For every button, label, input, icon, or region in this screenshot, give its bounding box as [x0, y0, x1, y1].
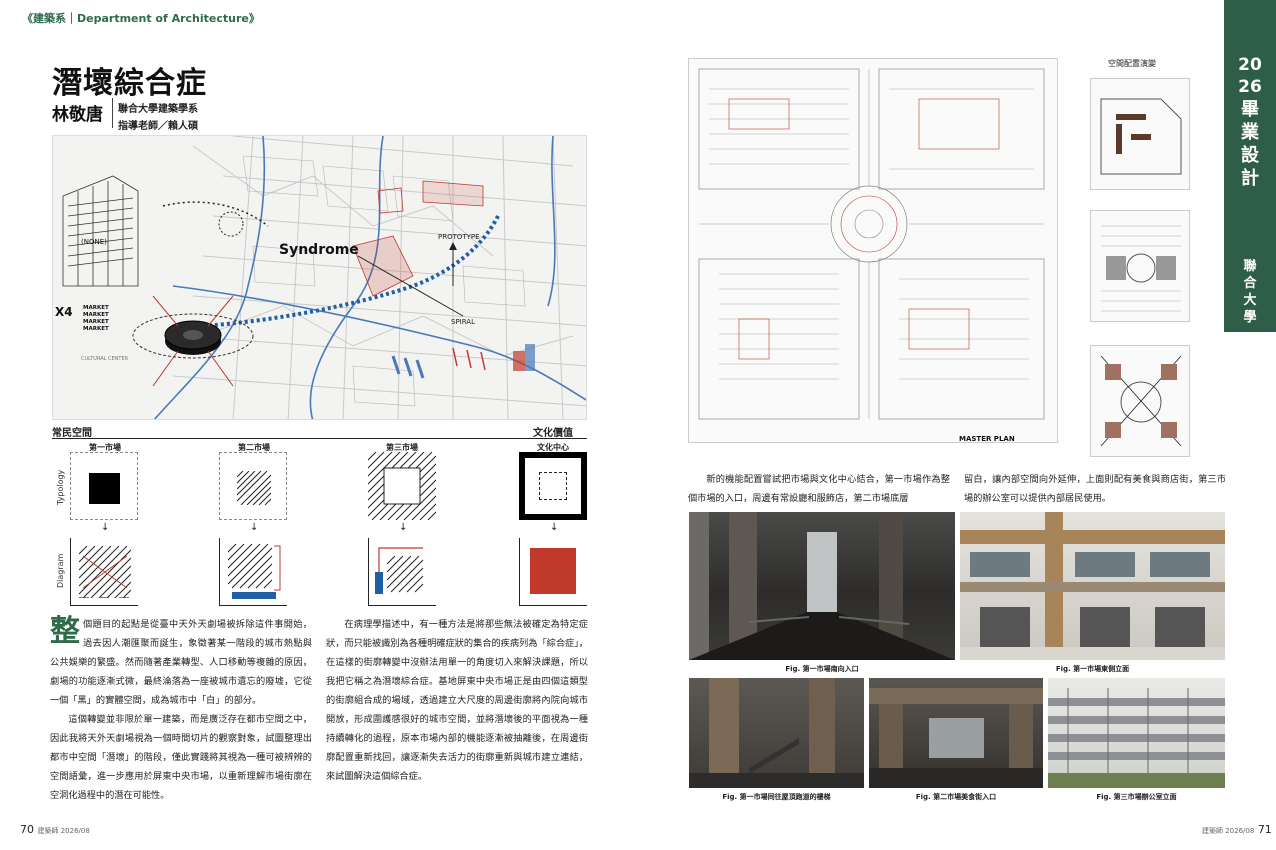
photo-first-market-south-entrance: [689, 512, 955, 660]
caption-photo-3: Fig. 第一市場同往屋頂跑道的樓梯: [722, 793, 831, 801]
photo-second-market-food-entrance: [869, 678, 1043, 788]
typology-2-hatch: [237, 471, 271, 505]
syndrome-label: Syndrome: [279, 242, 359, 258]
urban-map-svg: (NONE) Syndrome: [55, 136, 586, 419]
body-column-2: 在病理學描述中，有一種方法是將那些無法被確定為特定症狀，而只能被識別為各種明確症…: [326, 619, 588, 782]
typology-col-3: 第三市場: [386, 443, 418, 452]
config-diagram-2: [1090, 210, 1190, 322]
department-header: 《建築系｜Department of Architecture》: [22, 12, 260, 25]
config-diagram-3: [1090, 345, 1190, 457]
cultural-label: CULTURAL CENTER: [81, 356, 129, 362]
market-label-2: MARKET: [83, 312, 109, 318]
page-number-right: 建築師 2026/08 71: [1202, 823, 1272, 836]
right-page: MASTER PLAN 空間配置演變 20 26 畢 業 設 計: [638, 0, 1276, 850]
master-plan-title: MASTER PLAN: [959, 435, 1015, 443]
photo-first-market-roof-stairs: [689, 678, 864, 788]
caption-photo-4: Fig. 第二市場美食街入口: [915, 793, 997, 801]
typology-row-label: Typology: [56, 469, 65, 505]
body-paragraph-2: 這個轉變並非限於單一建築，而是廣泛存在都市空間之中，因此我將天外天劇場視為一個時…: [50, 714, 312, 801]
master-plan-drawing: MASTER PLAN: [688, 58, 1058, 443]
typology-col-2: 第二市場: [238, 443, 270, 452]
article-title: 潛壞綜合症: [52, 66, 207, 101]
theater-disk-graphic: [132, 295, 254, 387]
body-column-1: 整個題目的起點是從臺中天外天劇場被拆除這件事開始，過去因人潮匯聚而誕生，象徵著某…: [50, 615, 312, 805]
diagram-4: [519, 538, 587, 606]
advisor: 指導老師／賴人碩: [118, 121, 198, 132]
axis-line: [52, 438, 587, 439]
typology-4: [519, 452, 587, 520]
author-name: 林敬唐: [52, 105, 103, 125]
prototype-label: PROTOTYPE: [438, 233, 480, 241]
dropcap: 整: [50, 614, 80, 649]
typology-1: [70, 452, 138, 520]
config-diagram-1: [1090, 78, 1190, 190]
right-body-column-2: 留白，讓內部空間向外延伸，上面則配有美食與商店街，第三市場的辦公室可以提供內部居…: [964, 474, 1226, 504]
none-label: (NONE): [81, 238, 107, 246]
caption-photo-1: Fig. 第一市場南向入口: [785, 665, 859, 673]
typology-1-fill: [89, 473, 120, 504]
arrow-down-icon: ↓: [250, 522, 259, 533]
master-plan-svg: MASTER PLAN: [698, 68, 1045, 443]
spiral-label: SPIRAL: [451, 318, 475, 326]
caption-photo-5: Fig. 第三市場辦公室立面: [1096, 793, 1177, 801]
diagram-2: [219, 538, 287, 606]
photo-third-market-office-facade: [1048, 678, 1225, 788]
urban-map-illustration: (NONE) Syndrome: [52, 135, 587, 420]
photo-first-market-east-facade: [960, 512, 1225, 660]
tab-year: 20 26 畢 業 設 計: [1238, 55, 1262, 189]
affiliation: 聯合大學建築學系: [118, 104, 198, 115]
caption-photo-2: Fig. 第一市場東側立面: [1055, 665, 1130, 673]
axis-right-label: 文化價值: [533, 428, 573, 439]
typology-2: [219, 452, 287, 520]
market-label-4: MARKET: [83, 326, 109, 332]
body-paragraph-1: 個題目的起點是從臺中天外天劇場被拆除這件事開始，過去因人潮匯聚而誕生，象徵著某一…: [50, 619, 312, 706]
market-label-3: MARKET: [83, 319, 109, 325]
left-page: 《建築系｜Department of Architecture》 潛壞綜合症 林…: [20, 12, 588, 836]
right-body-column-1: 新的機能配置嘗試把市場與文化中心結合，第一市場作為整個市場的入口，周邊有常設廳和…: [688, 474, 950, 504]
page-number-left: 70 建築師 2026/08: [20, 823, 90, 836]
arrow-down-icon: ↓: [399, 522, 408, 533]
typology-3: [368, 452, 436, 520]
diagram-3: [368, 538, 436, 606]
config-title: 空間配置演變: [1108, 59, 1156, 68]
diagram-row-label: Diagram: [56, 553, 65, 588]
arrow-down-icon: ↓: [550, 522, 559, 533]
arrow-down-icon: ↓: [101, 522, 110, 533]
axis-left-label: 常民空間: [52, 428, 92, 439]
graduation-design-tab: 20 26 畢 業 設 計 聯 合 大 學: [1224, 0, 1276, 332]
author-divider: [112, 98, 113, 128]
x4-label: X4: [55, 305, 73, 319]
typology-col-1: 第一市場: [89, 443, 121, 452]
diagram-1: [70, 538, 138, 606]
market-label-1: MARKET: [83, 305, 109, 311]
typology-col-4: 文化中心: [537, 443, 569, 452]
tab-university: 聯 合 大 學: [1243, 259, 1257, 325]
